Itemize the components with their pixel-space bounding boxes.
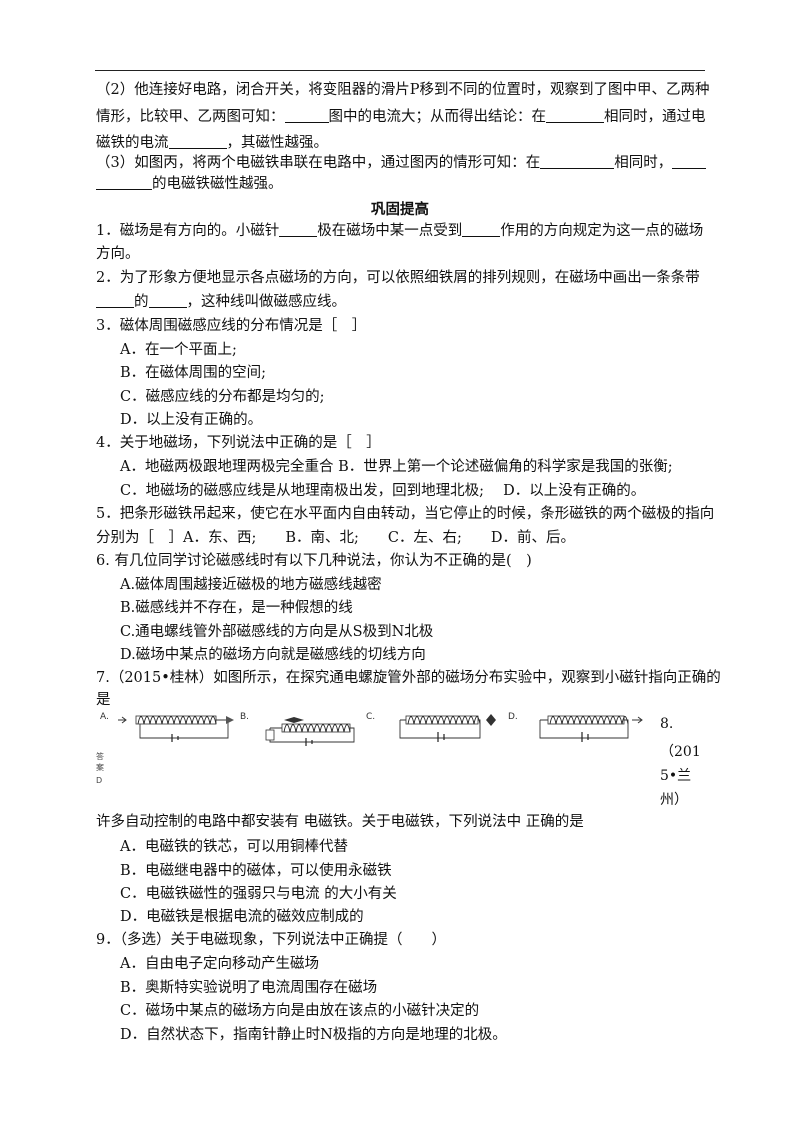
answer-blank[interactable] <box>462 222 501 237</box>
answer-fragment-2: 案 <box>96 763 104 772</box>
question-4-options-cd: C．地磁场的磁感应线是从地理南极出发，回到地理北极; D．以上没有正确的。 <box>120 483 646 499</box>
question-1-line1: 1．磁场是有方向的。小磁针极在磁场中某一点受到作用的方向规定为这一点的磁场 <box>96 222 704 239</box>
question-8-year-c: 州） <box>660 792 688 808</box>
question-8-option-b: B．电磁继电器中的磁体，可以使用永磁铁 <box>120 863 392 879</box>
answer-blank[interactable] <box>546 108 604 123</box>
answer-fragment-3: D <box>96 776 103 785</box>
answer-blank[interactable] <box>168 134 227 149</box>
question-3-stem: 3．磁体周围磁感应线的分布情况是［ ］ <box>96 318 367 334</box>
question-9-stem: 9．（多选）关于电磁现象，下列说法中正确提（ ） <box>96 932 446 948</box>
question-4-options-ab: A．地磁两极跟地理两极完全重合 B．世界上第一个论述磁偏角的科学家是我国的张衡; <box>120 459 673 475</box>
answer-blank[interactable] <box>96 175 152 190</box>
question-9-option-c: C．磁场中某点的磁场方向是由放在该点的小磁针决定的 <box>120 1003 480 1019</box>
question-8-option-c: C．电磁铁磁性的强弱只与电流 的大小有关 <box>120 886 397 902</box>
solenoid-diagram-c <box>399 714 496 742</box>
answer-blank[interactable] <box>279 222 318 237</box>
question-8-option-a: A．电磁铁的铁芯，可以用铜棒代替 <box>120 839 348 855</box>
question-3-option-c: C．磁感应线的分布都是均匀的; <box>120 389 325 405</box>
question-8-option-d: D．电磁铁是根据电流的磁效应制成的 <box>120 909 364 925</box>
question-6-option-b: B.磁感线并不存在，是一种假想的线 <box>120 600 353 616</box>
header-rule <box>95 70 705 71</box>
q3-text-line1: （3）如图丙，将两个电磁铁串联在电路中，通过图丙的情形可知：在相同时， <box>96 153 707 173</box>
answer-blank[interactable] <box>148 293 187 308</box>
question-7-line2: 是 <box>96 692 111 708</box>
solenoid-diagram-b <box>265 717 355 746</box>
question-9-option-a: A．自由电子定向移动产生磁场 <box>120 956 319 972</box>
question-5-line1: 5．把条形磁铁吊起来，使它在水平面内自由转动，当它停止的时候，条形磁铁的两个磁极… <box>96 506 715 522</box>
diagram-label-a: A. <box>100 712 109 722</box>
solenoid-diagram-a <box>118 715 234 742</box>
question-6-option-d: D.磁场中某点的磁场方向就是磁感线的切线方向 <box>120 647 426 663</box>
question-3-option-b: B．在磁体周围的空间; <box>120 365 267 381</box>
question-5-line2: 分别为［ ］A．东、西; B．南、北; C．左、右; D．前、后。 <box>96 530 576 546</box>
question-1-line2: 方向。 <box>96 246 140 262</box>
question-3-option-d: D．以上没有正确的。 <box>120 412 263 428</box>
question-8-year-a: （201 <box>660 744 701 760</box>
question-8-year-b: 5•兰 <box>660 768 692 784</box>
answer-blank[interactable] <box>672 154 707 169</box>
q2-text-line2: 情形，比较甲、乙两图可知：图中的电流大；从而得出结论：在相同时，通过电 <box>96 108 706 125</box>
question-6-stem: 6. 有几位同学讨论磁感线时有以下几种说法，你认为不正确的是( ) <box>96 553 532 569</box>
q2-text-line3: 磁铁的电流，其磁性越强。 <box>96 134 328 151</box>
diagram-label-b: B. <box>240 712 250 722</box>
question-6-option-a: A.磁体周围越接近磁极的地方磁感线越密 <box>120 577 382 593</box>
q3-text-line2: 的电磁铁磁性越强。 <box>96 174 283 194</box>
answer-blank[interactable] <box>540 154 615 169</box>
answer-fragment-1: 答 <box>96 752 104 761</box>
question-4-stem: 4．关于地磁场，下列说法中正确的是［ ］ <box>96 435 381 451</box>
section-title: 巩固提高 <box>371 202 429 218</box>
question-9-option-b: B．奥斯特实验说明了电流周围存在磁场 <box>120 980 378 996</box>
question-3-option-a: A．在一个平面上; <box>120 342 237 358</box>
question-2-line1: 2．为了形象方便地显示各点磁场的方向，可以依照细铁屑的排列规则，在磁场中画出一条… <box>96 270 700 286</box>
answer-blank[interactable] <box>284 108 329 123</box>
question-8-number: 8. <box>660 716 674 732</box>
solenoid-diagram-d <box>539 715 643 742</box>
diagram-label-c: C. <box>366 712 376 722</box>
answer-blank[interactable] <box>96 293 134 308</box>
question-6-option-c: C.通电螺线管外部磁感线的方向是从S极到N北极 <box>120 624 434 640</box>
q2-text-line1: （2）他连接好电路，闭合开关，将变阻器的滑片P移到不同的位置时，观察到了图中甲、… <box>96 82 710 98</box>
question-8-stem: 许多自动控制的电路中都安装有 电磁铁。关于电磁铁，下列说法中 正确的是 <box>96 814 584 830</box>
question-9-option-d: D．自然状态下，指南针静止时N极指的方向是地理的北极。 <box>120 1027 507 1043</box>
question-2-line2: 的，这种线叫做磁感应线。 <box>96 292 346 312</box>
diagram-label-d: D. <box>508 712 518 722</box>
question-7-line1: 7.（2015•桂林）如图所示，在探究通电螺旋管外部的磁场分布实验中，观察到小磁… <box>96 670 721 686</box>
